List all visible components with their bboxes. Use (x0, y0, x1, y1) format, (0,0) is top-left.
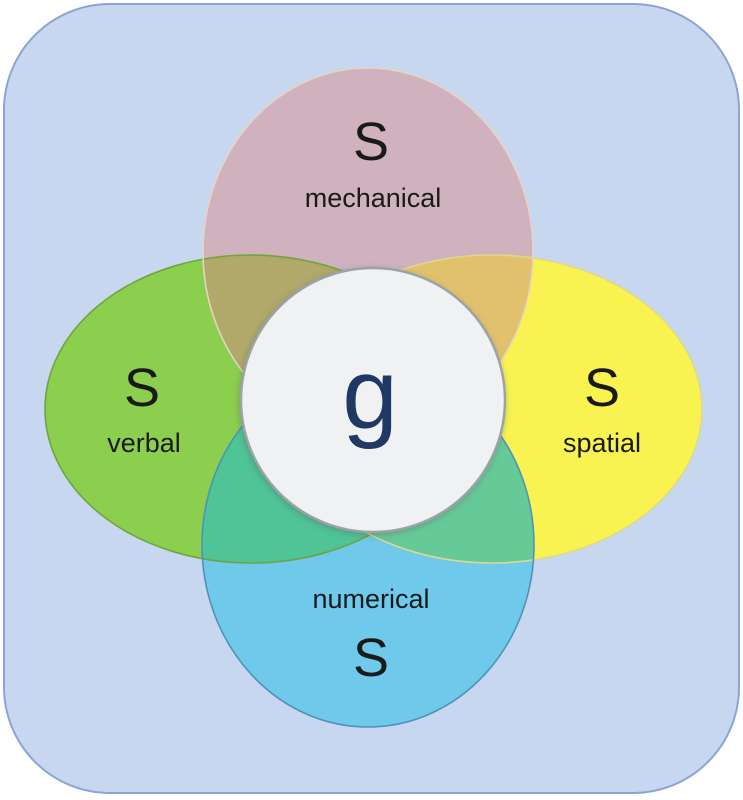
region-name-verbal: verbal (107, 428, 181, 458)
g-label: g (342, 338, 398, 450)
region-name-mechanical: mechanical (305, 183, 442, 213)
s-label-numerical: S (353, 628, 389, 688)
general-intelligence-circle (239, 266, 507, 534)
s-label-mechanical: S (353, 112, 389, 172)
region-name-numerical: numerical (312, 584, 429, 614)
s-label-verbal: S (124, 358, 160, 418)
s-label-spatial: S (584, 358, 620, 418)
region-name-spatial: spatial (563, 428, 641, 458)
